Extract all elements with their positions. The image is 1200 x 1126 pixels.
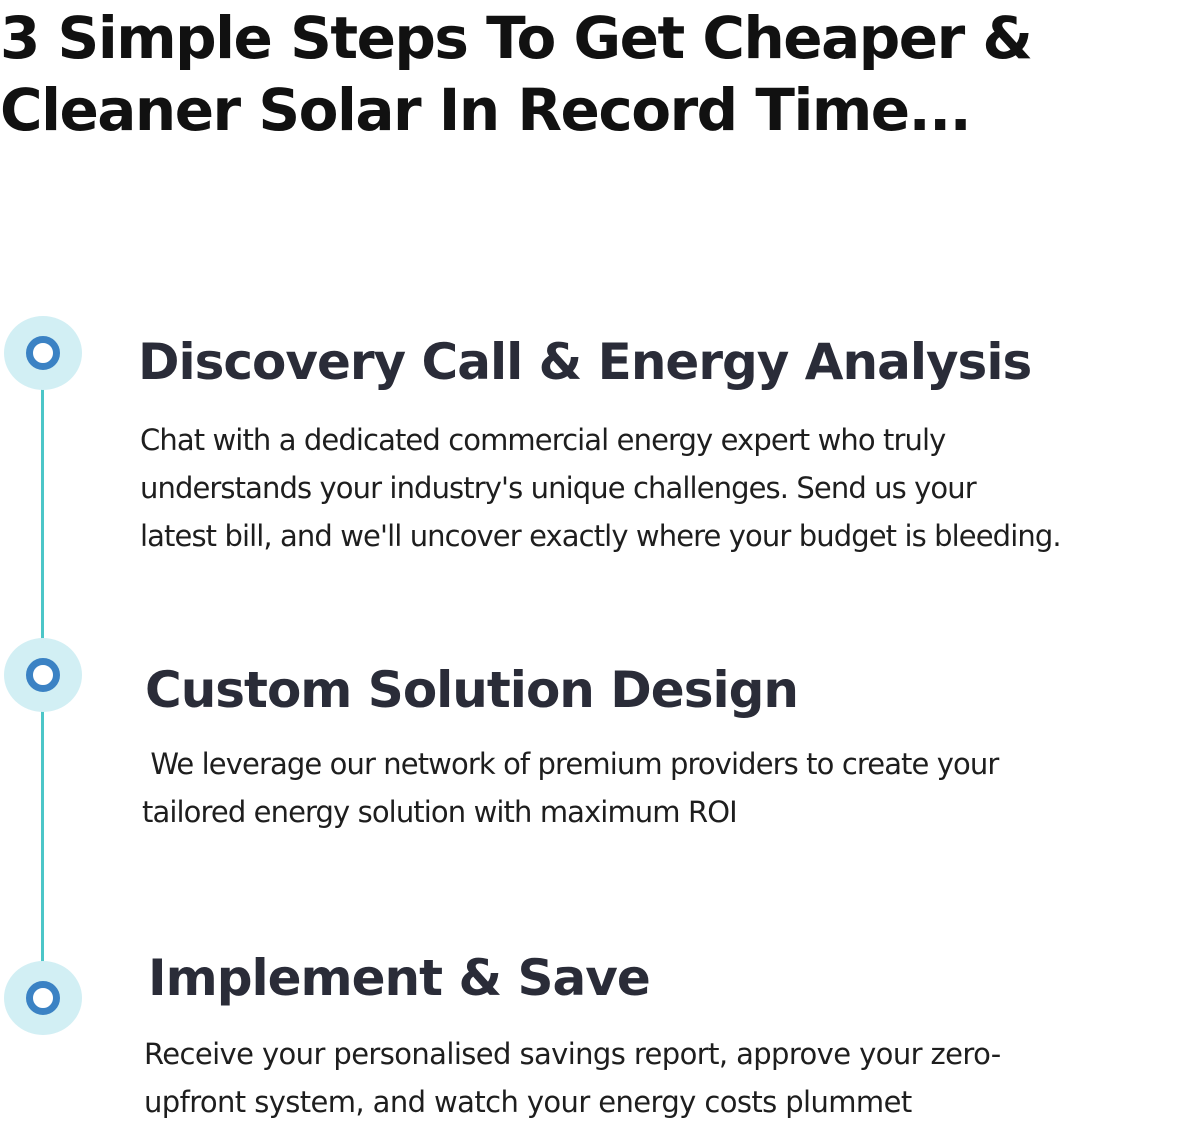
step-2-description-line: We leverage our network of premium provi… xyxy=(142,747,999,781)
page-headline: 3 Simple Steps To Get Cheaper & Cleaner … xyxy=(0,2,1180,146)
timeline-circle-icon xyxy=(4,316,82,390)
timeline-ring-icon xyxy=(26,336,60,370)
step-1-description-line: Chat with a dedicated commercial energy … xyxy=(140,423,946,457)
step-2-description: We leverage our network of premium provi… xyxy=(142,740,1192,836)
timeline-circle-icon xyxy=(4,638,82,712)
headline-line-2: Cleaner Solar In Record Time... xyxy=(0,76,972,144)
step-1-description-line: latest bill, and we'll uncover exactly w… xyxy=(140,519,1062,553)
headline-line-1: 3 Simple Steps To Get Cheaper & xyxy=(0,4,1033,72)
timeline-ring-icon xyxy=(26,658,60,692)
step-2-title: Custom Solution Design xyxy=(145,661,799,719)
step-1-description: Chat with a dedicated commercial energy … xyxy=(140,416,1190,560)
step-3-title: Implement & Save xyxy=(148,949,651,1007)
timeline-ring-icon xyxy=(26,981,60,1015)
step-3-description-line: Receive your personalised savings report… xyxy=(144,1037,1001,1071)
timeline-circle-icon xyxy=(4,961,82,1035)
step-1-description-line: understands your industry's unique chall… xyxy=(140,471,977,505)
step-3-description-line: upfront system, and watch your energy co… xyxy=(144,1085,912,1119)
step-1-title: Discovery Call & Energy Analysis xyxy=(138,333,1032,391)
step-2-description-line: tailored energy solution with maximum RO… xyxy=(142,795,738,829)
step-3-description: Receive your personalised savings report… xyxy=(144,1030,1194,1126)
